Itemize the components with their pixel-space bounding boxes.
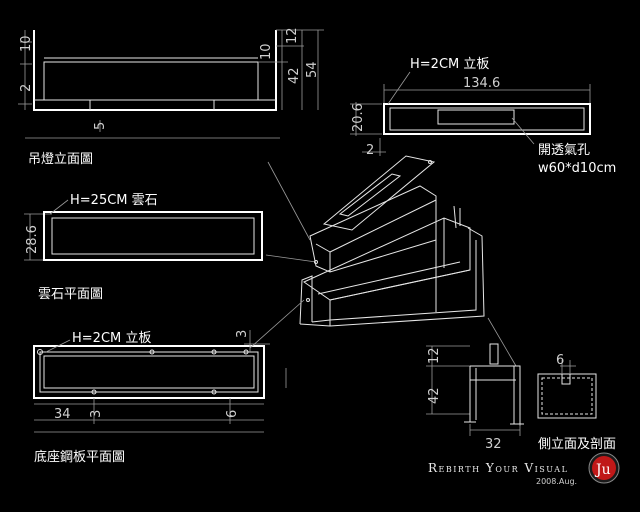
- top-plate-width: 134.6: [463, 76, 500, 91]
- base-plate-label: H=2CM 立板: [72, 331, 151, 346]
- logo-circle: [592, 456, 616, 480]
- base-dim-6: 6: [225, 410, 240, 418]
- vent-size-label: w60*d10cm: [538, 161, 616, 176]
- pendant-dim-2: 2: [19, 84, 34, 92]
- top-plate-view: H=2CM 立板 134.6 20.6 2 開透氣孔 w60*d10cm: [350, 57, 616, 176]
- side-dim-42: 42: [427, 387, 442, 404]
- isometric-assembly: [249, 155, 517, 367]
- brand-text: Rebirth Your Visual: [428, 461, 568, 475]
- top-plate-label: H=2CM 立板: [410, 57, 489, 72]
- section-dim-6: 6: [556, 353, 564, 368]
- marble-view: H=25CM 雲石 28.6 雲石平面圖: [24, 193, 263, 302]
- marble-height: 28.6: [25, 225, 40, 254]
- pendant-dim-5: 5: [93, 122, 108, 130]
- base-plate-title: 底座鋼板平面圖: [34, 449, 125, 465]
- base-plate-view: H=2CM 立板 3 34 3 6 底座鋼板平面圖: [33, 330, 287, 465]
- side-dim-32: 32: [485, 437, 502, 452]
- pendant-elevation-title: 吊燈立面圖: [28, 152, 93, 167]
- base-dim-3-top: 3: [235, 330, 250, 338]
- pendant-dim-42: 42: [287, 67, 302, 84]
- marble-title: 雲石平面圖: [38, 287, 103, 302]
- pendant-dim-54: 54: [305, 61, 320, 78]
- pendant-dim-10-right: 10: [259, 43, 274, 60]
- brand-date: 2008.Aug.: [536, 477, 577, 486]
- base-dim-34: 34: [54, 407, 71, 422]
- vent-label: 開透氣孔: [538, 143, 590, 158]
- top-plate-dim-2: 2: [366, 143, 374, 158]
- side-view: 12 42 32 6 側立面及剖面: [426, 343, 616, 452]
- top-plate-height: 20.6: [351, 103, 366, 132]
- brand-block: Rebirth Your Visual 2008.Aug. Ju: [428, 452, 620, 486]
- pendant-elevation-view: 10 2 5 12 10 42 54 吊燈立面圖: [18, 27, 324, 167]
- pendant-dim-12: 12: [285, 27, 300, 44]
- logo-text: Ju: [594, 462, 611, 478]
- base-dim-3-bottom: 3: [89, 410, 104, 418]
- pendant-dim-10: 10: [19, 35, 34, 52]
- marble-label: H=25CM 雲石: [70, 193, 158, 208]
- side-view-title: 側立面及剖面: [538, 437, 616, 452]
- ju-logo: Ju: [588, 452, 620, 484]
- side-dim-12: 12: [427, 347, 442, 364]
